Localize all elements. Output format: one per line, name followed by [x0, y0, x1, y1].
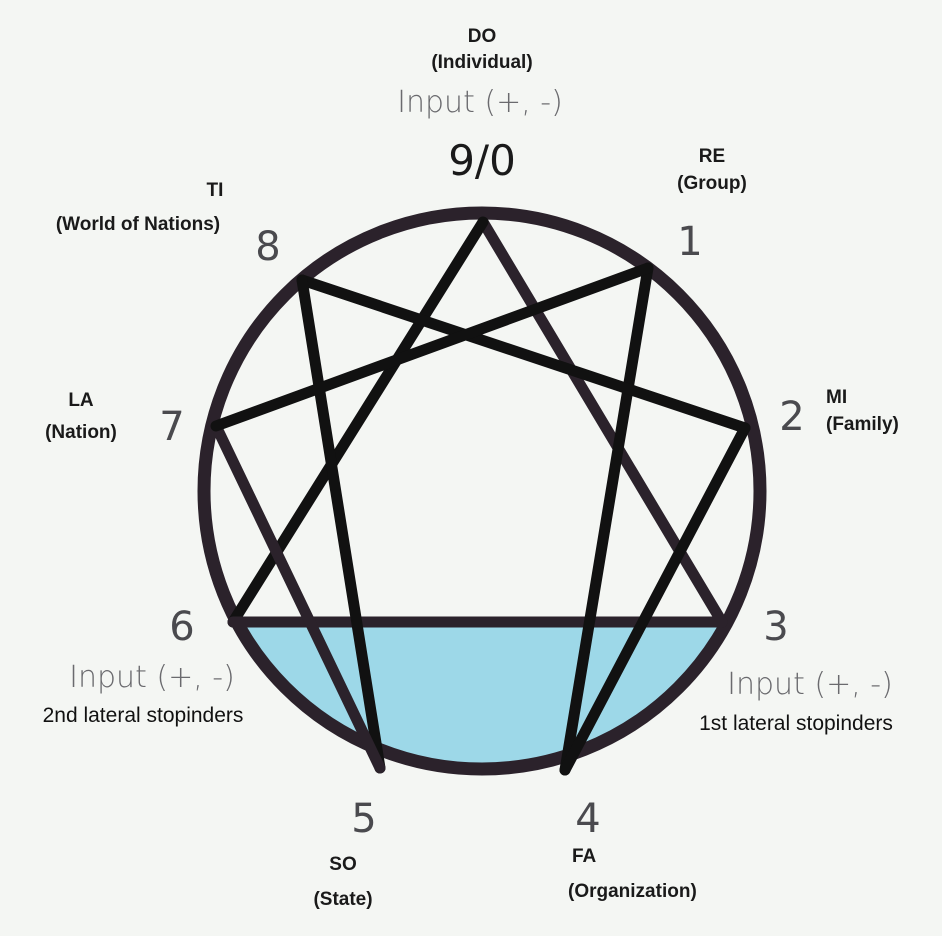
point-number-5: 5: [351, 796, 376, 842]
point-number-8: 8: [255, 224, 280, 270]
label-name-7: (Nation): [45, 422, 117, 443]
point-number-7: 7: [159, 404, 184, 450]
label-name-2: (Family): [826, 414, 899, 435]
line-2-8: [296, 274, 751, 434]
label-name-5: (State): [313, 889, 372, 910]
label-code-7: LA: [68, 390, 94, 411]
label-name-1: (Group): [677, 173, 747, 194]
line-8-5: [296, 274, 386, 774]
label-code-8: TI: [207, 180, 224, 201]
label-code-2: MI: [826, 387, 847, 408]
line-9-6: [227, 216, 489, 628]
label-name-9: (Individual): [431, 52, 532, 73]
label-code-9: DO: [468, 26, 497, 47]
point-number-4: 4: [575, 796, 600, 842]
point-number-3: 3: [763, 604, 788, 650]
line-7-1: [210, 262, 654, 432]
input-label-9: Input (+, -): [397, 85, 563, 120]
point-number-1: 1: [677, 219, 702, 265]
label-name-8: (World of Nations): [56, 214, 220, 235]
label-code-1: RE: [699, 146, 725, 167]
point-number-6: 6: [169, 604, 194, 650]
note-6: 2nd lateral stopinders: [43, 704, 244, 727]
note-3: 1st lateral stopinders: [699, 712, 893, 735]
label-name-4: (Organization): [568, 881, 697, 902]
point-number-9: 9/0: [448, 136, 516, 185]
enneagram-circle: [197, 206, 767, 776]
input-label-3: Input (+, -): [727, 667, 893, 702]
point-number-2: 2: [779, 394, 804, 440]
label-code-5: SO: [329, 854, 356, 875]
line-5-7: [210, 420, 386, 774]
line-4-2: [559, 422, 751, 776]
line-1-4: [559, 262, 654, 776]
input-label-6: Input (+, -): [69, 660, 235, 695]
lower-blue-fill: [233, 622, 722, 766]
label-code-4: FA: [572, 846, 597, 867]
